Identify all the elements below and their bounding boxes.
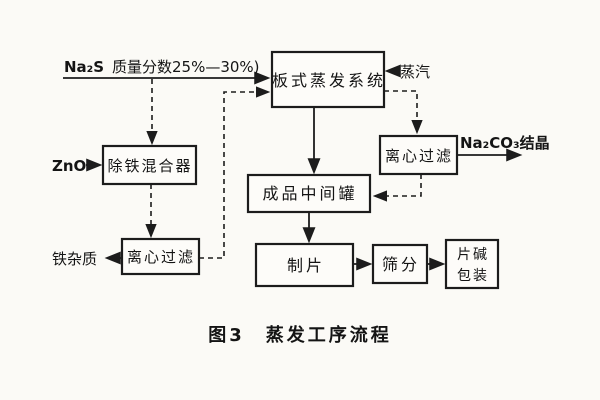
product-tank-node: 成品中间罐 [246, 173, 372, 214]
centrifuge-left-label: 离心过滤 [127, 248, 195, 266]
product-tank-label: 成品中间罐 [262, 184, 357, 203]
steam-label: 蒸汽 [400, 63, 430, 81]
flaker-box [254, 242, 355, 288]
mixer-label: 除铁混合器 [107, 157, 192, 175]
packaging-box [444, 238, 500, 290]
centrifuge-right-label: 离心过滤 [385, 147, 453, 165]
centrifuge-right-box [378, 134, 459, 176]
sieve-node: 筛分 [371, 243, 429, 285]
packaging-label-top: 片碱 [457, 247, 489, 263]
centrifuge-left-box [120, 237, 201, 276]
centrifuge-left-node: 离心过滤 [120, 237, 201, 276]
sieve-label: 筛分 [382, 255, 420, 274]
feed-name-label: Na₂S [64, 58, 104, 76]
packaging-label-bottom: 包装 [457, 268, 489, 284]
evaporator-to-centrifuge-dashed-arrow [384, 90, 423, 135]
figure-caption: 图3 蒸发工序流程 [208, 324, 392, 346]
iron-removal-mixer-node: 除铁混合器 [101, 144, 198, 186]
flaker-node: 制片 [254, 242, 355, 288]
centrifuge-to-tank-dashed-arrow [372, 174, 422, 202]
evaporator-box [270, 50, 386, 109]
iron-impurities-label: 铁杂质 [52, 250, 97, 268]
packaging-node: 片碱 包装 [444, 238, 500, 290]
centrifuge-recycle-dashed-arrow [199, 86, 271, 259]
evaporator-node: 板式蒸发系统 [270, 50, 386, 109]
product-tank-box [246, 173, 372, 214]
crystal-label: Na₂CO₃结晶 [460, 134, 550, 152]
flaker-label: 制片 [287, 256, 325, 275]
evaporator-label: 板式蒸发系统 [272, 71, 386, 90]
zno-label: ZnO [52, 157, 86, 175]
mixer-box [101, 144, 198, 186]
sieve-box [371, 243, 429, 285]
feed-spec-label: 质量分数25%—30%) [112, 58, 260, 76]
centrifuge-right-node: 离心过滤 [378, 134, 459, 176]
